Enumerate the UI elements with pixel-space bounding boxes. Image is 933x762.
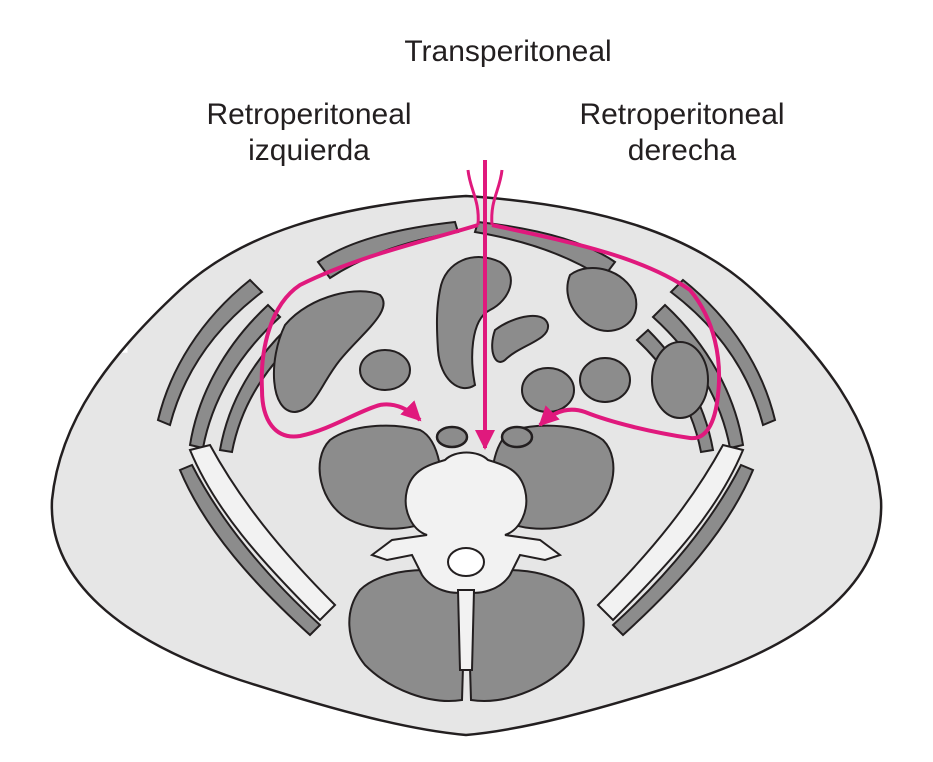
- label-right-line2: derecha: [532, 133, 832, 169]
- bowel-loop-1: [360, 350, 410, 390]
- aorta: [502, 427, 532, 447]
- spinous-process: [458, 590, 474, 670]
- colon-right: [652, 342, 708, 418]
- label-left-retroperitoneal: Retroperitoneal izquierda: [159, 97, 459, 169]
- bowel-loop-4: [522, 368, 574, 412]
- spinal-canal: [448, 548, 484, 576]
- label-right-retroperitoneal: Retroperitoneal derecha: [532, 97, 832, 169]
- label-right-line1: Retroperitoneal: [532, 97, 832, 133]
- label-left-line1: Retroperitoneal: [159, 97, 459, 133]
- vena-cava: [437, 427, 467, 447]
- label-transperitoneal: Transperitoneal: [308, 34, 708, 70]
- label-left-line2: izquierda: [159, 133, 459, 169]
- bowel-loop-5: [580, 358, 630, 402]
